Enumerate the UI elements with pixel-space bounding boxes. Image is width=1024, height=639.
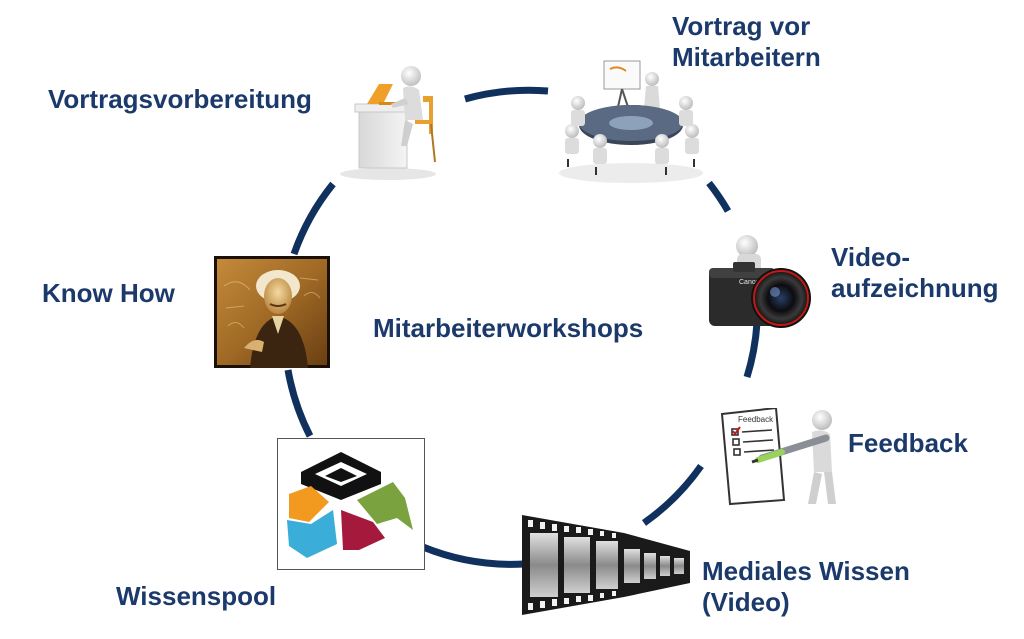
- svg-text:Canon: Canon: [739, 279, 760, 286]
- ring-arc-top: [464, 86, 549, 103]
- feedback-form-icon: Feedback: [720, 408, 836, 506]
- center-label: Mitarbeiterworkshops: [373, 313, 644, 343]
- ring-arc-left-bottom: [284, 369, 314, 438]
- ring-arc-bottom: [421, 543, 525, 568]
- wissenspool-logo-icon: [277, 438, 425, 570]
- label-vortragsvorbereitung: Vortragsvorbereitung: [48, 84, 312, 114]
- film-strip-icon: [522, 515, 690, 615]
- label-feedback: Feedback: [848, 428, 968, 458]
- label-vortrag-line2: Mitarbeitern: [672, 42, 821, 72]
- label-medial-line1: Mediales Wissen: [702, 556, 910, 586]
- label-know-how: Know How: [42, 278, 175, 308]
- label-video-line2: aufzeichnung: [831, 273, 999, 303]
- feedback-form-title: Feedback: [738, 415, 774, 424]
- ring-arc-left: [290, 181, 336, 256]
- label-videoaufzeichnung: Video- aufzeichnung: [831, 242, 999, 304]
- label-mediales-wissen: Mediales Wissen (Video): [702, 556, 910, 618]
- label-wissenspool: Wissenspool: [116, 581, 277, 611]
- ring-arc-right-top: [706, 180, 732, 213]
- meeting-table-icon: [559, 60, 703, 183]
- video-camera-icon: Canon: [709, 235, 811, 328]
- label-vortrag-line1: Vortrag vor: [672, 11, 811, 41]
- person-at-desk-icon: [340, 66, 436, 180]
- label-video-line1: Video-: [831, 242, 910, 272]
- label-medial-line2: (Video): [702, 587, 790, 617]
- label-vortrag-vor-mitarbeitern: Vortrag vor Mitarbeitern: [672, 11, 821, 73]
- ring-arc-right-bottom: [641, 463, 704, 526]
- scientist-portrait-icon: [214, 256, 330, 368]
